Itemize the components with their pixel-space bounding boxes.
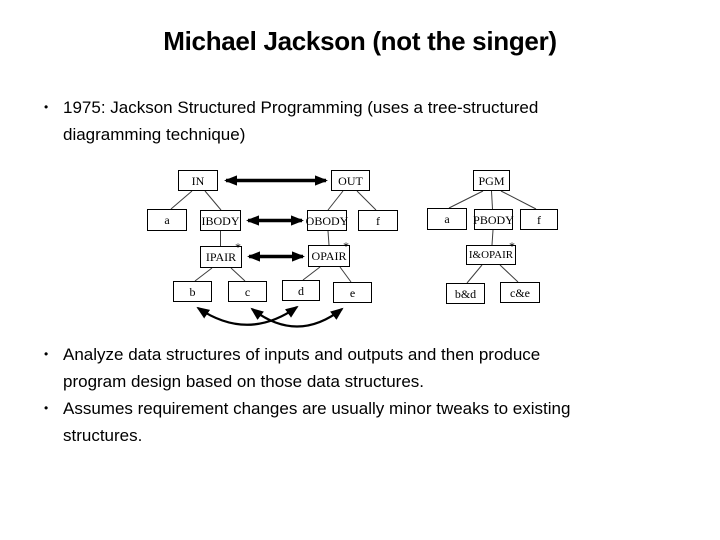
node-label: f	[376, 213, 380, 228]
node-obody: OBODY	[305, 210, 349, 231]
node-opair: OPAIR *	[308, 240, 350, 267]
arrow-b-d-curved	[196, 305, 299, 326]
node-label: c&e	[510, 285, 530, 300]
slide-title: Michael Jackson (not the singer)	[163, 26, 557, 56]
bullet-item: • 1975: Jackson Structured Programming (…	[44, 94, 692, 148]
node-label: PGM	[478, 173, 505, 188]
bottom-bullet-list: • Analyze data structures of inputs and …	[44, 341, 692, 449]
bullet-line: program design based on those data struc…	[63, 372, 424, 391]
edge-pgm-pbody	[491, 190, 493, 210]
iteration-star: *	[235, 240, 241, 254]
node-f-right: f	[520, 209, 558, 230]
node-e: e	[333, 282, 372, 303]
edge-out-obody	[327, 190, 344, 211]
edge-out-f	[356, 190, 377, 211]
node-label: I&OPAIR	[468, 248, 514, 261]
node-pbody: PBODY	[473, 209, 514, 230]
node-label: b	[189, 284, 196, 299]
edge-opair-e	[339, 266, 352, 283]
edge-pgm-a	[448, 190, 484, 209]
node-ce: c&e	[500, 282, 540, 303]
bullet-glyph: •	[44, 347, 49, 361]
edge-obody-opair	[327, 230, 330, 246]
node-label: OUT	[338, 173, 363, 188]
arrow-c-e-curved	[250, 307, 344, 328]
bullet-line: 1975: Jackson Structured Programming (us…	[63, 98, 539, 117]
tree-edges	[170, 190, 537, 284]
node-label: OBODY	[305, 213, 349, 228]
node-pgm: PGM	[473, 170, 510, 191]
node-label: PBODY	[473, 212, 514, 227]
node-bd: b&d	[446, 283, 485, 304]
bullet-line: structures.	[63, 426, 143, 445]
node-a-right: a	[427, 208, 467, 230]
bullet-line: diagramming technique)	[63, 125, 246, 144]
bullet-item: • Assumes requirement changes are usuall…	[44, 395, 692, 449]
iteration-star: *	[509, 239, 515, 253]
node-label: IBODY	[201, 213, 240, 228]
edge-iopair-ce	[499, 264, 519, 283]
node-ipair: IPAIR *	[200, 241, 242, 268]
node-c: c	[228, 281, 267, 302]
top-bullet-list: • 1975: Jackson Structured Programming (…	[44, 94, 692, 148]
node-label: f	[537, 212, 541, 227]
edge-in-a	[170, 190, 193, 210]
node-iopair: I&OPAIR *	[466, 240, 516, 265]
edge-opair-d	[302, 266, 321, 281]
node-f-left: f	[358, 210, 398, 231]
correspondence-arrows	[196, 175, 344, 328]
edge-pbody-iopair	[491, 229, 494, 246]
node-d: d	[282, 280, 320, 301]
node-ibody: IBODY	[200, 210, 241, 231]
bullet-glyph: •	[44, 401, 49, 415]
node-label: a	[164, 213, 170, 227]
bullet-glyph: •	[44, 100, 49, 114]
bullet-line: Assumes requirement changes are usually …	[63, 399, 571, 418]
node-label: c	[244, 284, 251, 299]
node-label: OPAIR	[311, 249, 347, 263]
edge-ipair-b	[194, 267, 213, 282]
node-label: IN	[191, 173, 205, 188]
node-out: OUT	[331, 170, 370, 191]
node-b: b	[173, 281, 212, 302]
edge-iopair-bd	[466, 264, 483, 284]
iteration-star: *	[343, 239, 349, 253]
node-in: IN	[178, 170, 218, 191]
node-label: e	[349, 285, 356, 300]
bullet-line: Analyze data structures of inputs and ou…	[63, 345, 541, 364]
bullet-item: • Analyze data structures of inputs and …	[44, 341, 692, 395]
edge-in-ibody	[204, 190, 222, 211]
node-label: IPAIR	[205, 250, 237, 264]
node-label: b&d	[454, 286, 477, 301]
edge-pgm-f	[500, 190, 537, 210]
edge-ipair-c	[230, 267, 246, 282]
node-label: d	[298, 283, 304, 298]
node-label: a	[444, 212, 450, 226]
node-a-left: a	[147, 209, 187, 231]
